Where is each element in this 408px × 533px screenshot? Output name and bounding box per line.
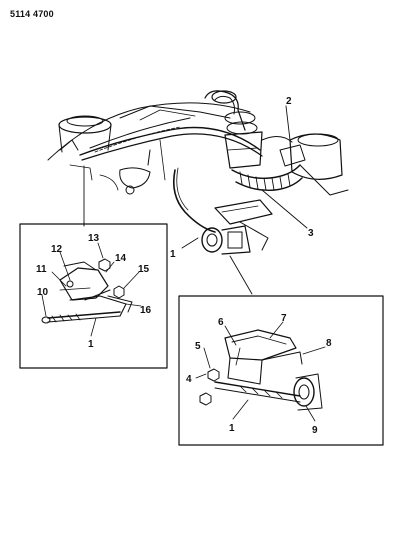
callout-labels: 2 3 1 10 11 12 13 14 15 16 1 4 5 6 7 8 9… — [36, 96, 332, 436]
callout-16: 16 — [140, 305, 152, 316]
callout-1-right-inset: 1 — [229, 423, 235, 434]
callout-14: 14 — [115, 253, 127, 264]
engine-bay-illustration — [47, 90, 349, 255]
right-inset-leaders — [195, 321, 326, 422]
callout-10: 10 — [37, 287, 49, 298]
callout-4: 4 — [186, 374, 192, 385]
callout-9: 9 — [312, 425, 318, 436]
left-inset-frame — [19, 223, 168, 369]
callout-5: 5 — [195, 341, 201, 352]
callout-12: 12 — [51, 244, 63, 255]
main-leader-lines — [83, 105, 308, 295]
callout-1-main: 1 — [170, 249, 176, 260]
callout-1-left-inset: 1 — [88, 339, 94, 350]
left-inset-leaders — [41, 242, 142, 337]
right-inset-frame — [178, 295, 384, 446]
callout-15: 15 — [138, 264, 150, 275]
document-id: 5114 4700 — [10, 9, 54, 19]
callout-2: 2 — [286, 96, 292, 107]
callout-8: 8 — [326, 338, 332, 349]
left-inset — [19, 223, 168, 369]
callout-11: 11 — [36, 264, 47, 275]
callout-6: 6 — [218, 317, 224, 328]
callout-13: 13 — [88, 233, 100, 244]
right-inset — [178, 295, 384, 446]
callout-3: 3 — [308, 228, 314, 239]
callout-7: 7 — [281, 313, 287, 324]
